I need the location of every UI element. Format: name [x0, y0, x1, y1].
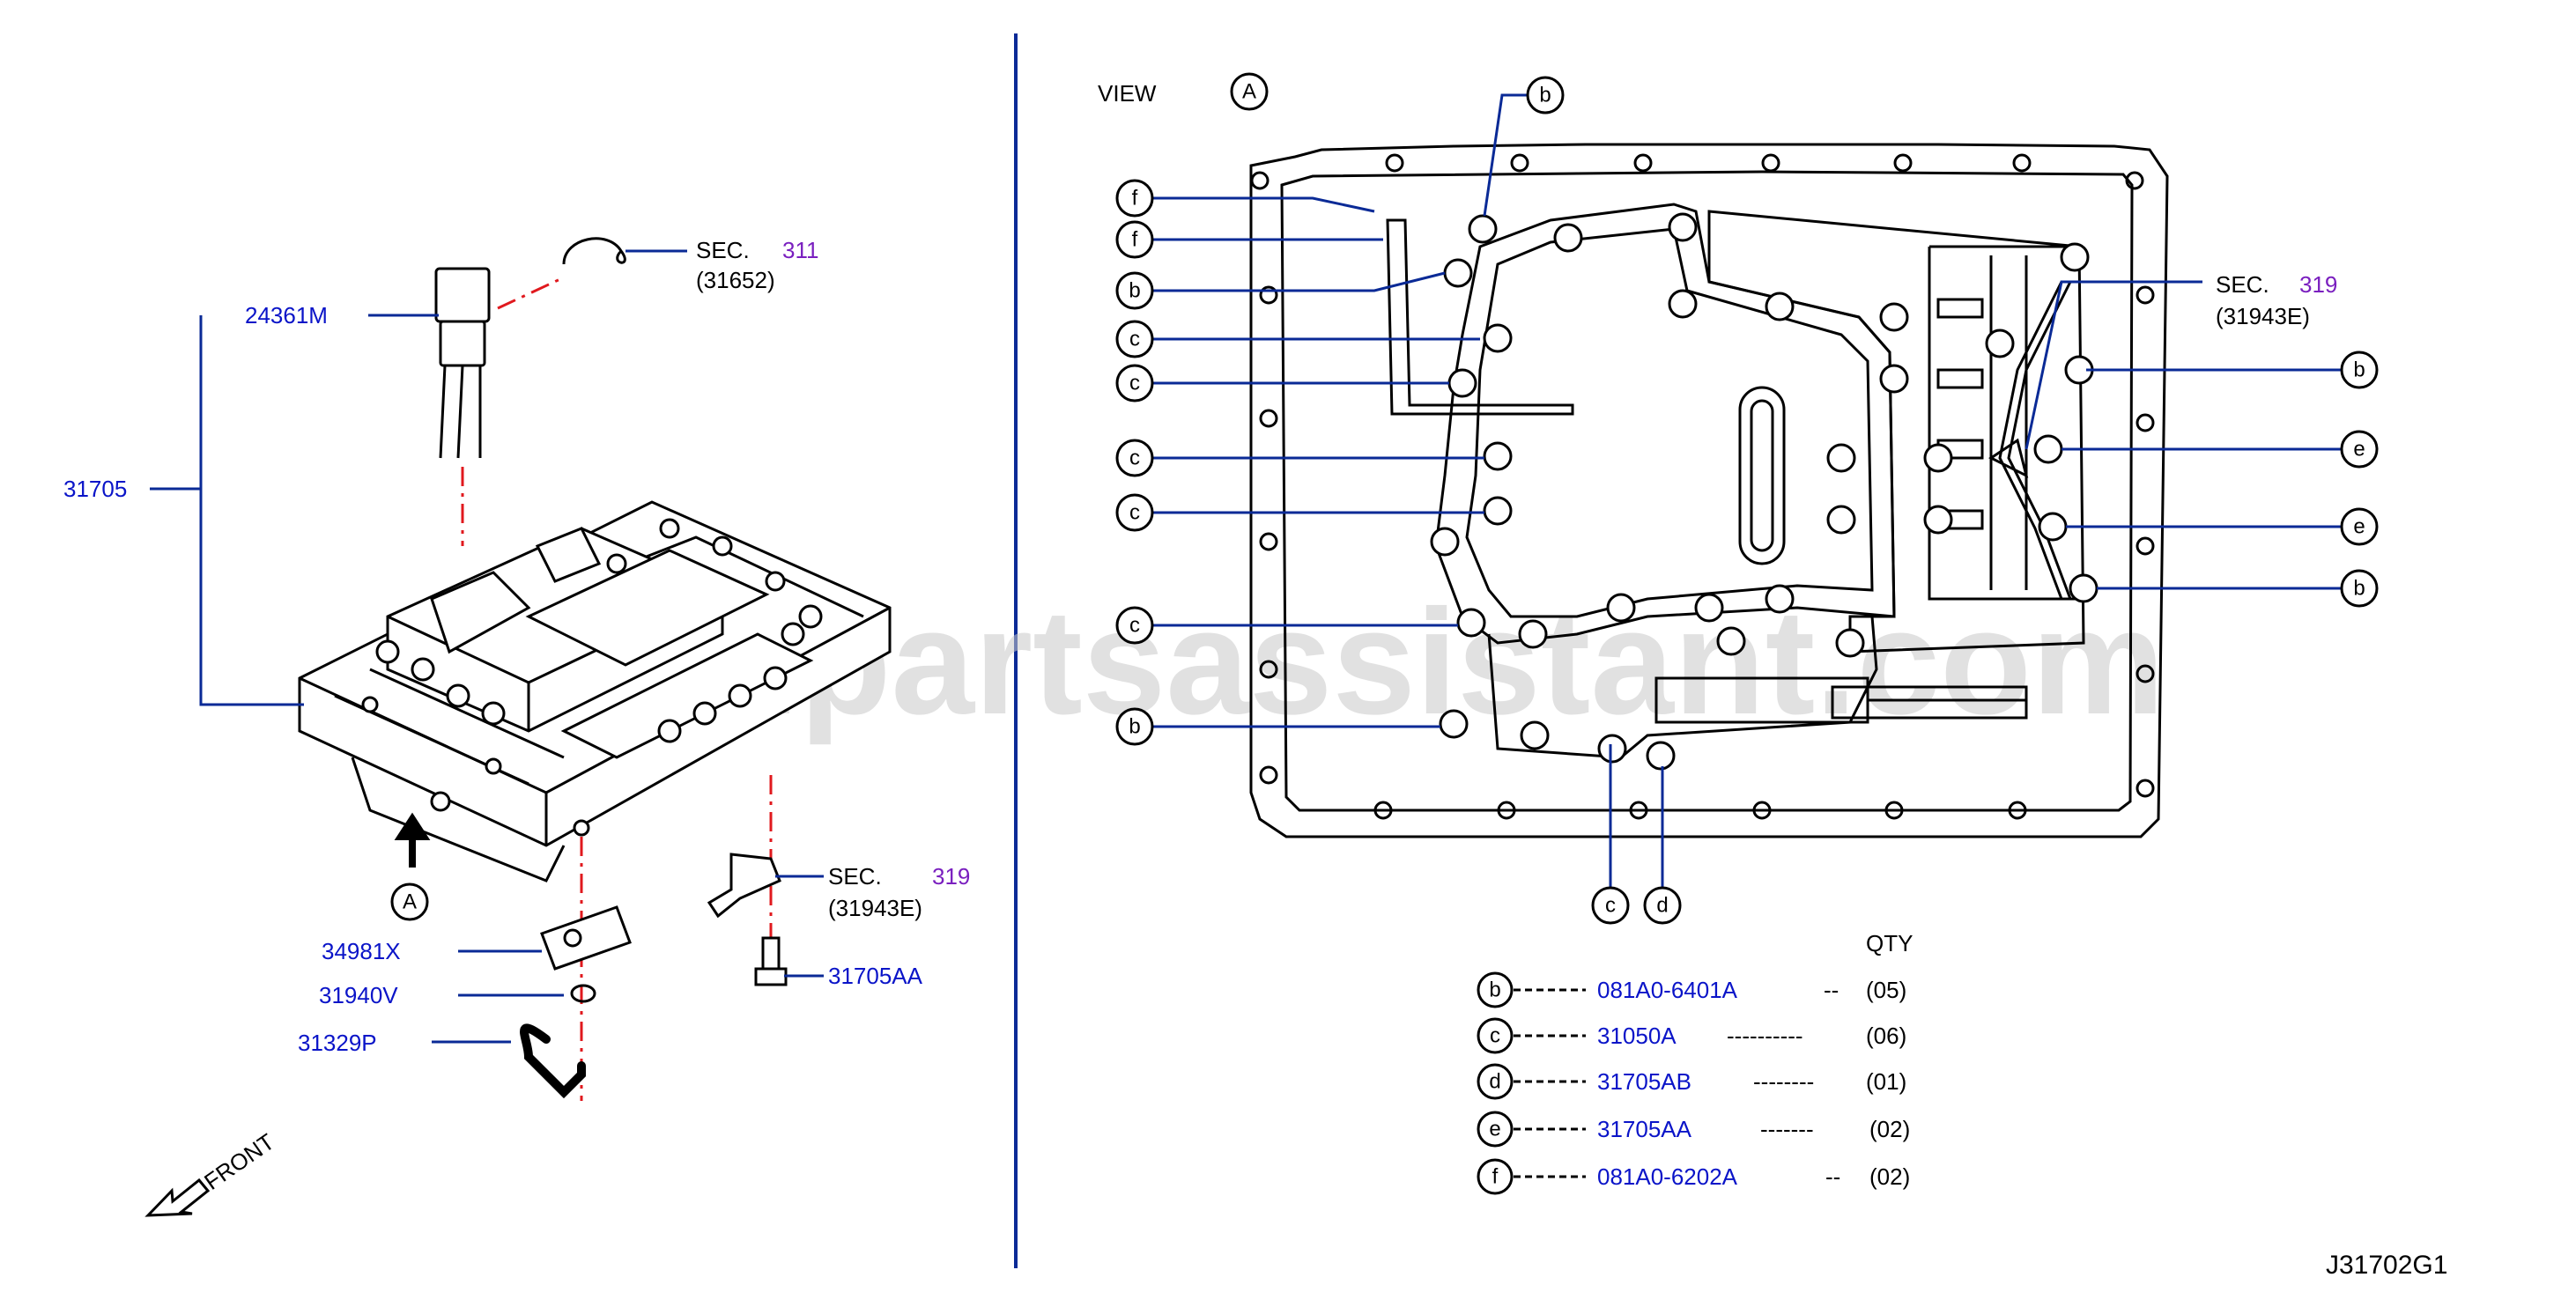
view-leaders [1151, 93, 2342, 888]
callout-e-2: e [2353, 515, 2365, 539]
sec311-number[interactable]: 311 [782, 237, 818, 263]
qty-row-qty: (02) [1869, 1163, 1910, 1190]
callout-c-bottom: c [1605, 894, 1616, 918]
qty-row-part[interactable]: 31705AA [1597, 1116, 1692, 1142]
callout-f-2: f [1132, 228, 1138, 252]
qty-row: c 31050A ---------- (06) [1477, 1017, 1906, 1054]
valve-body-drawing [298, 500, 892, 882]
callout-c-1: c [1129, 328, 1140, 351]
callout-b-4: b [2353, 577, 2365, 601]
valve-body-view [1386, 203, 2085, 759]
qty-row-letter: f [1492, 1165, 1499, 1189]
view-callouts-right: b e e b [2340, 351, 2379, 608]
callout-b-1: b [1129, 279, 1140, 303]
part-31329P[interactable]: 31329P [298, 1030, 377, 1056]
part-34981X[interactable]: 34981X [322, 938, 401, 964]
part-24361M[interactable]: 24361M [245, 302, 328, 329]
arrow-ref-circle [390, 882, 429, 921]
view-ref-label: A [1242, 80, 1256, 104]
centerline-connector [497, 276, 565, 310]
up-arrow [394, 812, 431, 868]
qty-table: b 081A0-6401A -- (05) c 31050A ---------… [1477, 971, 1910, 1195]
sec319-left-number[interactable]: 319 [932, 863, 970, 890]
tube-drawing [520, 1023, 586, 1099]
qty-row: b 081A0-6401A -- (05) [1477, 971, 1906, 1008]
callout-b-2: b [1129, 715, 1140, 739]
bolt-drawing [754, 936, 788, 986]
part-31705[interactable]: 31705 [63, 476, 127, 502]
callout-c-3: c [1129, 447, 1140, 470]
view-ref-circle [1230, 72, 1269, 111]
qty-header: QTY [1866, 930, 1913, 956]
qty-row-qty: (01) [1866, 1068, 1906, 1095]
callout-e-1: e [2353, 438, 2365, 462]
qty-row-dashes: ------- [1760, 1116, 1814, 1142]
qty-row-dashes: -- [1825, 1163, 1840, 1190]
valve-body-bolts [1430, 212, 2099, 771]
sec319-left-code: (31943E) [828, 895, 922, 921]
qty-row-dashes: ---------- [1727, 1023, 1803, 1049]
qty-row: e 31705AA ------- (02) [1477, 1111, 1910, 1148]
qty-row-part[interactable]: 081A0-6401A [1597, 977, 1738, 1003]
qty-row-qty: (05) [1866, 977, 1906, 1003]
callout-c-5: c [1129, 614, 1140, 638]
qty-row-letter: e [1489, 1118, 1500, 1141]
oring-311-symbol [562, 237, 626, 265]
bracket-drawing [707, 853, 781, 919]
callout-b-top: b [1539, 84, 1551, 107]
sec319-right-number[interactable]: 319 [2299, 271, 2337, 298]
qty-row: d 31705AB -------- (01) [1477, 1063, 1906, 1100]
sec319-left-prefix: SEC. [828, 863, 882, 890]
pan-outline [1249, 143, 2169, 838]
arrow-ref-label: A [403, 890, 417, 914]
view-callouts-left: f f b c c c c c b [1115, 179, 1154, 746]
front-arrow-icon [144, 1178, 211, 1217]
drawing-code: J31702G1 [2326, 1251, 2447, 1280]
qty-row-part[interactable]: 31050A [1597, 1023, 1677, 1049]
qty-row-letter: d [1489, 1070, 1500, 1094]
part-31705AA[interactable]: 31705AA [828, 963, 923, 989]
qty-row-letter: c [1490, 1024, 1500, 1048]
qty-row-letter: b [1489, 978, 1500, 1002]
callout-d-bottom: d [1656, 894, 1668, 918]
callout-f-1: f [1132, 187, 1138, 210]
qty-row-qty: (02) [1869, 1116, 1910, 1142]
part-31940V[interactable]: 31940V [319, 982, 398, 1008]
gasket-drawing [540, 905, 632, 971]
qty-row-dashes: -------- [1753, 1068, 1814, 1095]
sec319-right-prefix: SEC. [2216, 271, 2269, 298]
callout-c-2: c [1129, 372, 1140, 395]
solenoid-bolts [361, 518, 823, 837]
callout-b-3: b [2353, 358, 2365, 382]
sec319-right-code: (31943E) [2216, 303, 2310, 329]
left-leaders [150, 249, 824, 1044]
qty-row-part[interactable]: 081A0-6202A [1597, 1163, 1738, 1190]
qty-row-part[interactable]: 31705AB [1597, 1068, 1691, 1095]
qty-row-qty: (06) [1866, 1023, 1906, 1049]
view-label: VIEW [1098, 80, 1157, 107]
sec311-code: (31652) [696, 267, 775, 293]
front-label: FRONT [199, 1128, 279, 1195]
qty-row-dashes: -- [1824, 977, 1839, 1003]
qty-row: f 081A0-6202A -- (02) [1477, 1158, 1910, 1195]
callout-c-4: c [1129, 501, 1140, 525]
oring-drawing [570, 984, 596, 1003]
sec311-prefix: SEC. [696, 237, 750, 263]
connector-drawing [434, 267, 491, 459]
pan-bolt-holes [1250, 153, 2155, 820]
